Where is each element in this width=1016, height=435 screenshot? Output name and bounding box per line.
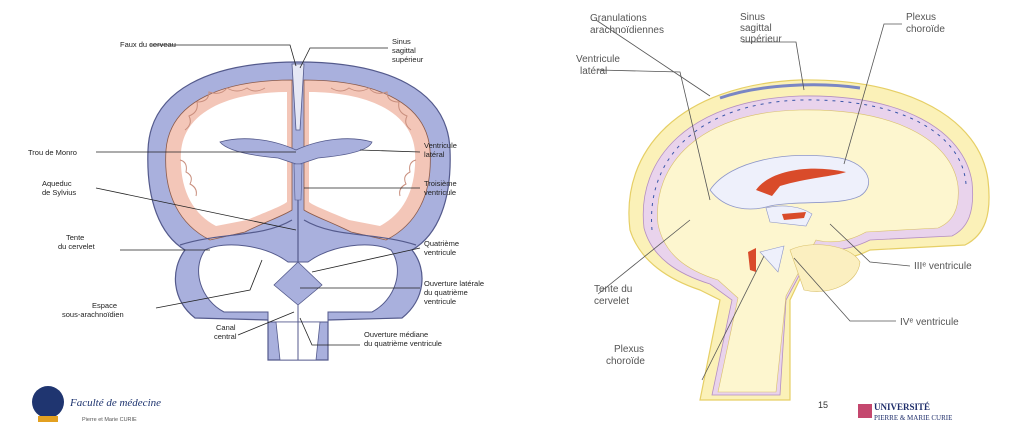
- faculte-logo-text: Faculté de médecine: [69, 397, 161, 409]
- label-trou-de-monro: Trou de Monro: [28, 148, 77, 157]
- label-sinus-3: supérieur: [392, 55, 424, 64]
- label-espace-2: sous-arachnoïdien: [62, 310, 124, 319]
- label-ouverture-laterale-3: ventricule: [424, 297, 456, 306]
- upmc-emblem: [858, 404, 872, 418]
- label-tente-2: du cervelet: [58, 242, 96, 251]
- label-sinus-r-3: supérieur: [740, 34, 782, 45]
- label-aqueduc-1: Aqueduc: [42, 179, 72, 188]
- label-sinus-1: Sinus: [392, 37, 411, 46]
- label-plexus-top-1: Plexus: [906, 12, 936, 23]
- label-plexus-top-2: choroïde: [906, 24, 945, 35]
- label-ventricule-r-1: Ventricule: [576, 54, 620, 65]
- label-plexus-bot-1: Plexus: [614, 344, 644, 355]
- label-ventricule-lateral-1: Ventricule: [424, 141, 457, 150]
- label-tente-1: Tente: [66, 233, 84, 242]
- label-granulations-2: arachnoïdiennes: [590, 25, 664, 36]
- faculte-emblem: [32, 386, 64, 418]
- label-faux-du-cerveau: Faux du cerveau: [120, 40, 176, 49]
- third-ventricle: [294, 164, 302, 200]
- label-ouverture-laterale-1: Ouverture latérale: [424, 279, 484, 288]
- label-iv-ventricule: IVᵉ ventricule: [900, 317, 959, 328]
- label-plexus-bot-2: choroïde: [606, 356, 645, 367]
- label-ventricule-lateral-2: latéral: [424, 150, 445, 159]
- label-ouverture-laterale-2: du quatrième: [424, 288, 468, 297]
- coronal-diagram-panel: Faux du cerveau Sinus sagittal supérieur…: [0, 0, 560, 435]
- label-ouverture-mediane-2: du quatrième ventricule: [364, 339, 442, 348]
- label-sinus-r-2: sagittal: [740, 23, 772, 34]
- faculte-emblem-base: [38, 416, 58, 422]
- sagittal-section-diagram: Granulations arachnoïdiennes Sinus sagit…: [560, 0, 1016, 435]
- faculte-logo-subtext: Pierre et Marie CURIE: [82, 417, 137, 423]
- faculte-logo: Faculté de médecine Pierre et Marie CURI…: [32, 386, 161, 423]
- label-canal-1: Canal: [216, 323, 236, 332]
- label-sinus-2: sagittal: [392, 46, 416, 55]
- label-granulations-1: Granulations: [590, 13, 647, 24]
- sagittal-diagram-panel: Granulations arachnoïdiennes Sinus sagit…: [560, 0, 1016, 435]
- label-espace-1: Espace: [92, 301, 117, 310]
- label-tente-r-2: cervelet: [594, 296, 629, 307]
- label-iii-ventricule: IIIᵉ ventricule: [914, 261, 972, 272]
- label-aqueduc-2: de Sylvius: [42, 188, 76, 197]
- upmc-logo-text: UNIVERSITÉ: [874, 402, 930, 412]
- cerebellum: [790, 245, 860, 292]
- upmc-logo: UNIVERSITÉ PIERRE & MARIE CURIE: [858, 402, 952, 422]
- label-quatrieme-1: Quatrième: [424, 239, 459, 248]
- upmc-logo-subtext: PIERRE & MARIE CURIE: [874, 414, 952, 422]
- label-ventricule-r-2: latéral: [580, 66, 607, 77]
- label-ouverture-mediane-1: Ouverture médiane: [364, 330, 428, 339]
- label-troisieme-2: ventricule: [424, 188, 456, 197]
- label-sinus-r-1: Sinus: [740, 12, 765, 23]
- label-canal-2: central: [214, 332, 237, 341]
- label-quatrieme-2: ventricule: [424, 248, 456, 257]
- page-number: 15: [818, 400, 828, 410]
- label-troisieme-1: Troisième: [424, 179, 457, 188]
- label-tente-r-1: Tente du: [594, 284, 632, 295]
- coronal-section-diagram: Faux du cerveau Sinus sagittal supérieur…: [0, 0, 560, 435]
